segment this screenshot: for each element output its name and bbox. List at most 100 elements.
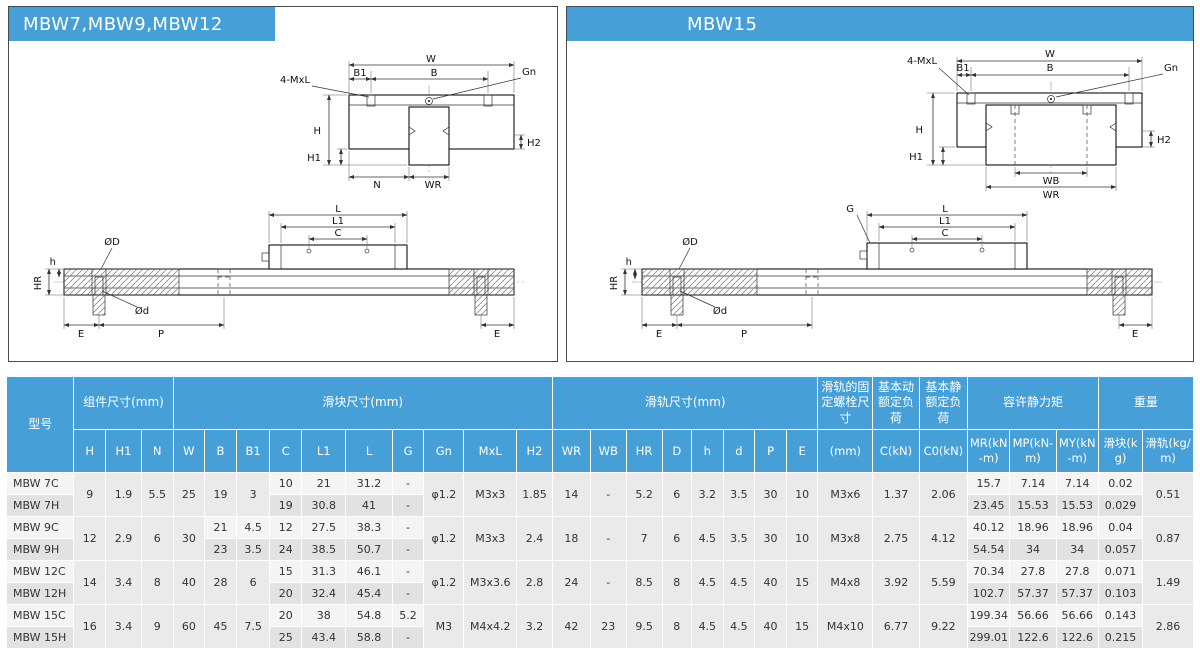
spec-cell: 41 xyxy=(345,494,393,517)
spec-cell: 7.14 xyxy=(1055,472,1099,495)
dim-label: 4-MxL xyxy=(280,75,311,86)
header-cell: C(kN) xyxy=(872,429,920,473)
spec-cell: 0.87 xyxy=(1142,516,1194,561)
header-cell: WR xyxy=(551,429,591,473)
header-cell: 容许静力矩 xyxy=(967,376,1099,430)
spec-cell: 3.5 xyxy=(722,472,756,517)
spec-cell: 15 xyxy=(269,560,303,583)
spec-table-wrapper: 型号组件尺寸(mm)滑块尺寸(mm)滑轨尺寸(mm)滑轨的固定螺栓尺寸基本动额定… xyxy=(5,376,1195,649)
spec-cell: 3.2 xyxy=(516,604,553,649)
header-cell: 组件尺寸(mm) xyxy=(73,376,174,430)
spec-cell: 9.5 xyxy=(625,604,663,649)
spec-cell: 2.06 xyxy=(918,472,969,517)
spec-cell: 20 xyxy=(269,582,303,605)
spec-cell: 5.5 xyxy=(140,472,174,517)
dim-label: L xyxy=(335,204,341,215)
model-cell: MBW 12C xyxy=(5,560,75,583)
spec-cell: 40 xyxy=(754,560,787,605)
spec-cell: 30 xyxy=(754,472,787,517)
dim-label: L1 xyxy=(939,216,951,227)
spec-cell: M3x3.6 xyxy=(463,560,518,605)
spec-cell: 9 xyxy=(140,604,174,649)
dim-label: WR xyxy=(425,180,442,191)
spec-cell: 9.22 xyxy=(918,604,969,649)
model-cell: MBW 9H xyxy=(5,538,75,561)
dim-label: B1 xyxy=(353,68,366,79)
dim-label: G xyxy=(846,204,854,215)
spec-cell: 2.86 xyxy=(1142,604,1194,649)
spec-cell: 25 xyxy=(172,472,206,517)
spec-cell: 5.2 xyxy=(391,604,425,627)
header-cell: B1 xyxy=(235,429,271,473)
header-cell: L xyxy=(345,429,393,473)
spec-cell: 42 xyxy=(551,604,591,649)
spec-cell: 3.4 xyxy=(105,560,142,605)
spec-cell: 54.8 xyxy=(345,604,393,627)
spec-cell: 23.45 xyxy=(967,494,1011,517)
spec-cell: 10 xyxy=(785,472,819,517)
spec-cell: 27.8 xyxy=(1009,560,1057,583)
spec-cell: - xyxy=(589,516,627,561)
spec-cell: 8.5 xyxy=(625,560,663,605)
dim-label: Gn xyxy=(1164,63,1178,74)
header-cell: L1 xyxy=(301,429,347,473)
spec-cell: 15 xyxy=(785,604,819,649)
spec-cell: 14 xyxy=(73,560,107,605)
dim-label: Ød xyxy=(713,305,727,317)
header-cell: MxL xyxy=(463,429,518,473)
spec-cell: 3.92 xyxy=(872,560,920,605)
spec-cell: 16 xyxy=(73,604,107,649)
spec-cell: 18.96 xyxy=(1055,516,1099,539)
header-cell: WB xyxy=(589,429,627,473)
spec-cell: 19 xyxy=(204,472,237,517)
header-cell: HR xyxy=(625,429,663,473)
spec-cell: 38 xyxy=(301,604,347,627)
front-view: W B1 B Gn 4-MxL H H1 H2 N xyxy=(280,54,541,191)
spec-cell: 4.5 xyxy=(691,560,724,605)
panel-mbw7-9-12: MBW7,MBW9,MBW12 W B1 xyxy=(8,6,558,362)
spec-cell: 122.6 xyxy=(1009,626,1057,649)
header-cell: 基本动额定负荷 xyxy=(872,376,920,430)
spec-cell: 6 xyxy=(235,560,271,605)
spec-cell: 8 xyxy=(140,560,174,605)
spec-cell: 4.5 xyxy=(722,560,756,605)
spec-cell: 299.01 xyxy=(967,626,1011,649)
spec-cell: 24 xyxy=(551,560,591,605)
spec-cell: 6.77 xyxy=(872,604,920,649)
spec-cell: 15.7 xyxy=(967,472,1011,495)
dim-label: W xyxy=(426,54,436,65)
spec-cell: 0.04 xyxy=(1097,516,1144,539)
header-cell: 型号 xyxy=(5,376,75,473)
spec-cell: 45.4 xyxy=(345,582,393,605)
spec-cell: 40 xyxy=(172,560,206,605)
spec-cell: 0.071 xyxy=(1097,560,1144,583)
spec-cell: 19 xyxy=(269,494,303,517)
spec-cell: 1.49 xyxy=(1142,560,1194,605)
model-cell: MBW 7H xyxy=(5,494,75,517)
spec-cell: 45 xyxy=(204,604,237,649)
header-cell: Gn xyxy=(423,429,465,473)
spec-cell: 25 xyxy=(269,626,303,649)
dim-label: L1 xyxy=(332,216,344,227)
spec-cell: 70.34 xyxy=(967,560,1011,583)
spec-cell: 1.9 xyxy=(105,472,142,517)
dim-label: W xyxy=(1045,49,1055,60)
model-cell: MBW 9C xyxy=(5,516,75,539)
dim-label: h xyxy=(50,257,56,268)
spec-cell: 32.4 xyxy=(301,582,347,605)
spec-cell: 6 xyxy=(661,472,693,517)
dim-label: ØD xyxy=(682,236,698,248)
spec-cell: 6 xyxy=(140,516,174,561)
header-cell: H2 xyxy=(516,429,553,473)
dim-label: E xyxy=(78,329,84,340)
panel-title: MBW7,MBW9,MBW12 xyxy=(9,7,275,41)
spec-cell: 5.59 xyxy=(918,560,969,605)
dim-label: H xyxy=(313,126,321,137)
header-cell: 滑块(kg) xyxy=(1097,429,1144,473)
spec-cell: - xyxy=(589,560,627,605)
spec-cell: 24 xyxy=(269,538,303,561)
header-cell: G xyxy=(391,429,425,473)
